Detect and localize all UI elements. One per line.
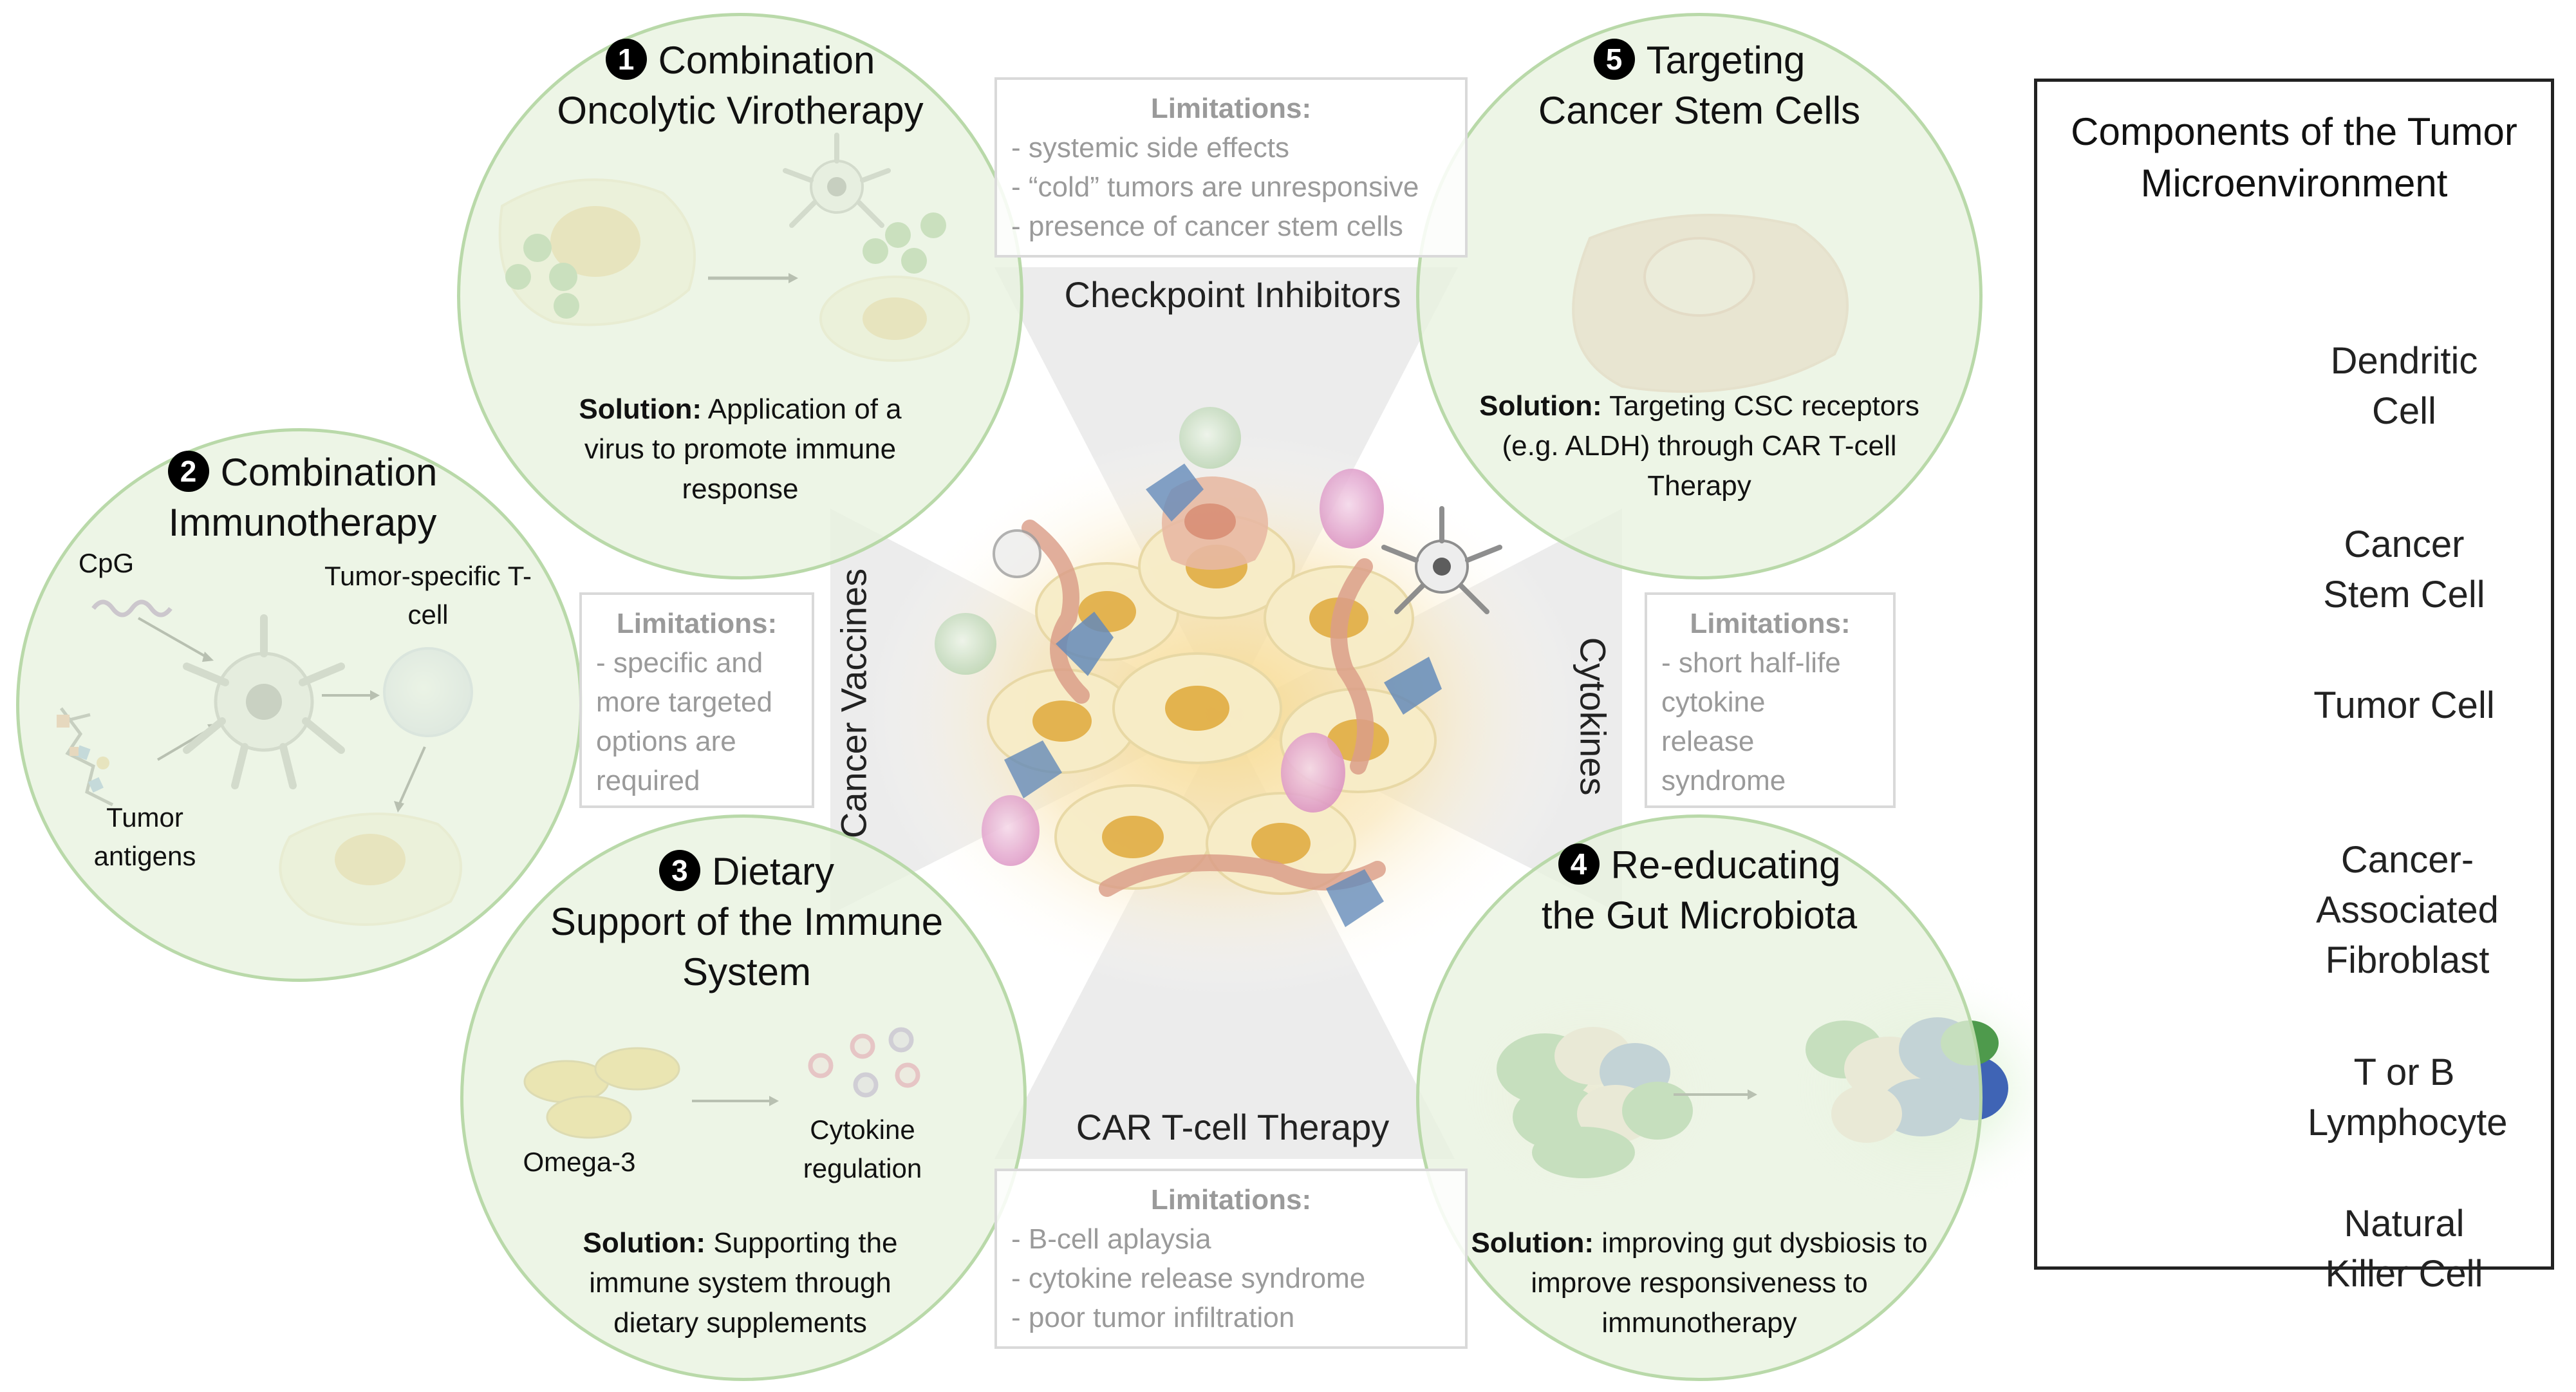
circle-2: [16, 428, 583, 982]
approach-3-title-line1: Dietary: [711, 850, 835, 893]
circle-5: [1416, 13, 1983, 579]
legend-label-stem: Cancer Stem Cell: [2323, 523, 2485, 616]
approach-5-solution: Solution: Targeting CSC receptors (e.g. …: [1461, 386, 1937, 506]
solution-text: Targeting CSC receptors (e.g. ALDH) thro…: [1502, 390, 1919, 502]
limitation-item: - systemic side effects: [1011, 132, 1289, 164]
approach-2-title-line2: Immunotherapy: [168, 501, 437, 544]
approach-3-title: 3 Dietary Support of the Immune System: [489, 847, 1004, 997]
limitation-item: cytokine: [1661, 686, 1766, 718]
approach-2-title-line1: Combination: [220, 451, 438, 494]
cytokine-regulation-label: Cytokine regulation: [803, 1115, 922, 1183]
circle-4: [1416, 814, 1983, 1381]
limitation-item: - short half-life: [1661, 647, 1841, 679]
limitation-item: - specific and: [596, 647, 763, 679]
limitations-heading: Limitations:: [1690, 608, 1851, 639]
solution-text: Application of a virus to promote immune…: [584, 393, 902, 505]
number-badge-4: 4: [1558, 843, 1600, 885]
approach-2-title: 2 Combination Immunotherapy: [97, 447, 509, 548]
approach-1-title: 1 Combination Oncolytic Virotherapy: [483, 35, 998, 136]
limitation-item: - cytokine release syndrome: [1011, 1263, 1366, 1294]
approach-5-title: 5 Targeting Cancer Stem Cells: [1442, 35, 1957, 136]
cpg-label: CpG: [78, 548, 135, 578]
legend-label-nk: Natural Killer Cell: [2325, 1203, 2483, 1295]
number-badge-5: 5: [1593, 39, 1635, 80]
tumor-antigens-label: Tumor antigens: [93, 802, 196, 871]
solution-text: improving gut dysbiosis to improve respo…: [1531, 1227, 1928, 1339]
approach-4-title-line2: the Gut Microbiota: [1541, 894, 1858, 937]
limitation-item: more targeted: [596, 686, 772, 718]
approach-1-title-line1: Combination: [658, 39, 875, 82]
approach-3-solution: Solution: Supporting the immune system t…: [560, 1223, 920, 1343]
approach-4-solution: Solution: improving gut dysbiosis to imp…: [1468, 1223, 1931, 1343]
limitation-item: - presence of cancer stem cells: [1011, 211, 1403, 242]
limitation-item: required: [596, 765, 700, 796]
legend-label-dendritic: Dendritic Cell: [2330, 340, 2478, 432]
therapy-cancer-vaccines: Cancer Vaccines: [833, 568, 874, 839]
limitations-vaccines: Limitations: - specific and more targete…: [579, 592, 814, 808]
circle-1: [457, 13, 1023, 579]
omega-3-label: Omega-3: [523, 1147, 636, 1177]
limitations-heading: Limitations:: [1150, 1184, 1312, 1216]
limitations-checkpoint: Limitations: - systemic side effects - “…: [994, 77, 1468, 258]
number-badge-2: 2: [167, 451, 209, 493]
legend-box: Components of the Tumor Microenvironment…: [2034, 79, 2554, 1295]
approach-4-title-line1: Re-educating: [1610, 843, 1841, 887]
therapy-cytokines: Cytokines: [1573, 637, 1614, 796]
circle-3: [460, 814, 1027, 1381]
approach-3-title-line2: Support of the Immune: [550, 900, 944, 943]
number-badge-3: 3: [658, 850, 700, 892]
legend-label-fibroblast: Cancer-Associated Fibroblast: [2316, 839, 2499, 981]
central-tumor-icon: [935, 407, 1502, 927]
solution-label: Solution:: [583, 1227, 706, 1259]
number-badge-1: 1: [605, 39, 647, 80]
legend-label-tumor: Tumor Cell: [2313, 684, 2495, 726]
limitation-item: release: [1661, 726, 1755, 757]
limitation-item: options are: [596, 726, 736, 757]
tumor-specific-tcell-label: Tumor-specific T-cell: [324, 561, 532, 630]
approach-3-title-line3: System: [682, 950, 812, 993]
limitations-heading: Limitations:: [1150, 93, 1312, 124]
therapy-checkpoint-inhibitors: Checkpoint Inhibitors: [1064, 274, 1401, 315]
solution-label: Solution:: [579, 393, 702, 425]
approach-1-solution: Solution: Application of a virus to prom…: [560, 390, 920, 509]
limitations-cytokines: Limitations: - short half-life cytokine …: [1645, 592, 1896, 808]
limitations-heading: Limitations:: [616, 608, 778, 639]
limitations-cart: Limitations: - B-cell aplaysia - cytokin…: [994, 1169, 1468, 1349]
limitation-item: syndrome: [1661, 765, 1786, 796]
solution-label: Solution:: [1471, 1227, 1594, 1259]
approach-5-title-line1: Targeting: [1646, 39, 1806, 82]
legend-title: Components of the Tumor Microenvironment: [2071, 110, 2517, 205]
limitation-item: - poor tumor infiltration: [1011, 1302, 1295, 1333]
limitation-item: - “cold” tumors are unresponsive: [1011, 171, 1419, 203]
approach-1-title-line2: Oncolytic Virotherapy: [557, 89, 924, 132]
solution-text: Supporting the immune system through die…: [589, 1227, 898, 1339]
approach-5-title-line2: Cancer Stem Cells: [1538, 89, 1861, 132]
limitation-item: - B-cell aplaysia: [1011, 1223, 1211, 1255]
legend-label-lymphocyte: T or B Lymphocyte: [2308, 1051, 2508, 1143]
solution-label: Solution:: [1479, 390, 1602, 422]
therapy-cart: CAR T-cell Therapy: [1076, 1107, 1390, 1147]
